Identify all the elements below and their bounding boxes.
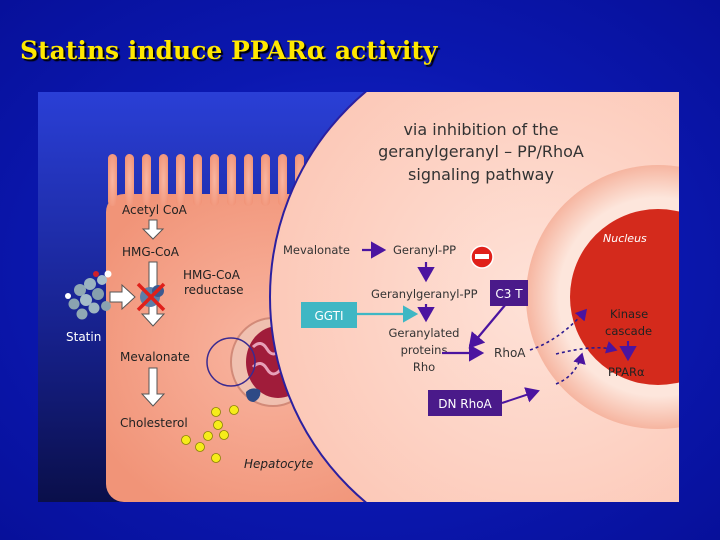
c3t-label: C3 T: [495, 287, 523, 301]
enzyme-label-line1: HMG-CoA: [183, 268, 241, 282]
step-cholesterol: Cholesterol: [120, 416, 188, 430]
zoom-heading-line2: geranylgeranyl – PP/RhoA: [378, 142, 584, 161]
zoom-heading-line1: via inhibition of the: [403, 120, 558, 139]
lipid-droplets: [181, 405, 239, 463]
dn-rhoa-box: [428, 390, 502, 416]
kinase-line1: Kinase: [610, 307, 648, 321]
zoom-rhoa: RhoA: [494, 346, 526, 360]
zoom-pathway-arrows: [362, 241, 637, 362]
slide-title: Statins induce PPARα activity: [20, 36, 438, 65]
hepatocyte-label: Hepatocyte: [244, 457, 313, 471]
zoom-ppar-alpha: PPARα: [608, 365, 645, 379]
step-hmg-coa: HMG-CoA: [122, 245, 180, 259]
kinase-line2: cascade: [605, 324, 652, 338]
zoom-geranylated-line2: proteins: [401, 343, 448, 357]
statin-pathway-figure: Acetyl CoA HMG-CoA Mevalonate Cholestero…: [38, 92, 679, 502]
ggti-label: GGTI: [314, 309, 343, 323]
signal-dotted-arrows: [529, 308, 618, 385]
dn-rhoa-label: DN RhoA: [438, 397, 492, 411]
c3t-box: [490, 280, 528, 306]
zoom-geranylgeranyl-pp: Geranylgeranyl-PP: [371, 287, 478, 301]
zoom-geranyl-pp: Geranyl-PP: [393, 243, 456, 257]
step-mevalonate: Mevalonate: [120, 350, 190, 364]
zoom-mevalonate: Mevalonate: [283, 243, 350, 257]
stop-sign-icon: [470, 245, 494, 269]
zoom-geranylated-line3: Rho: [413, 360, 435, 374]
zoom-geranylated-line1: Geranylated: [389, 326, 460, 340]
enzyme-label-line2: reductase: [184, 283, 244, 297]
ggti-box: [301, 302, 357, 328]
nucleus-label: Nucleus: [603, 232, 647, 245]
pathway-diagram: Acetyl CoA HMG-CoA Mevalonate Cholestero…: [38, 92, 679, 502]
zoom-heading-line3: signaling pathway: [408, 165, 554, 184]
dn-rhoa-arrow: [501, 387, 540, 404]
statin-label: Statin: [66, 330, 101, 344]
pathway-arrows-left: [109, 219, 166, 407]
nucleus: [570, 209, 679, 385]
inhibition-cross-icon: [136, 282, 166, 312]
statin-molecule-icon: [65, 270, 112, 320]
step-acetyl-coa: Acetyl CoA: [122, 203, 188, 217]
